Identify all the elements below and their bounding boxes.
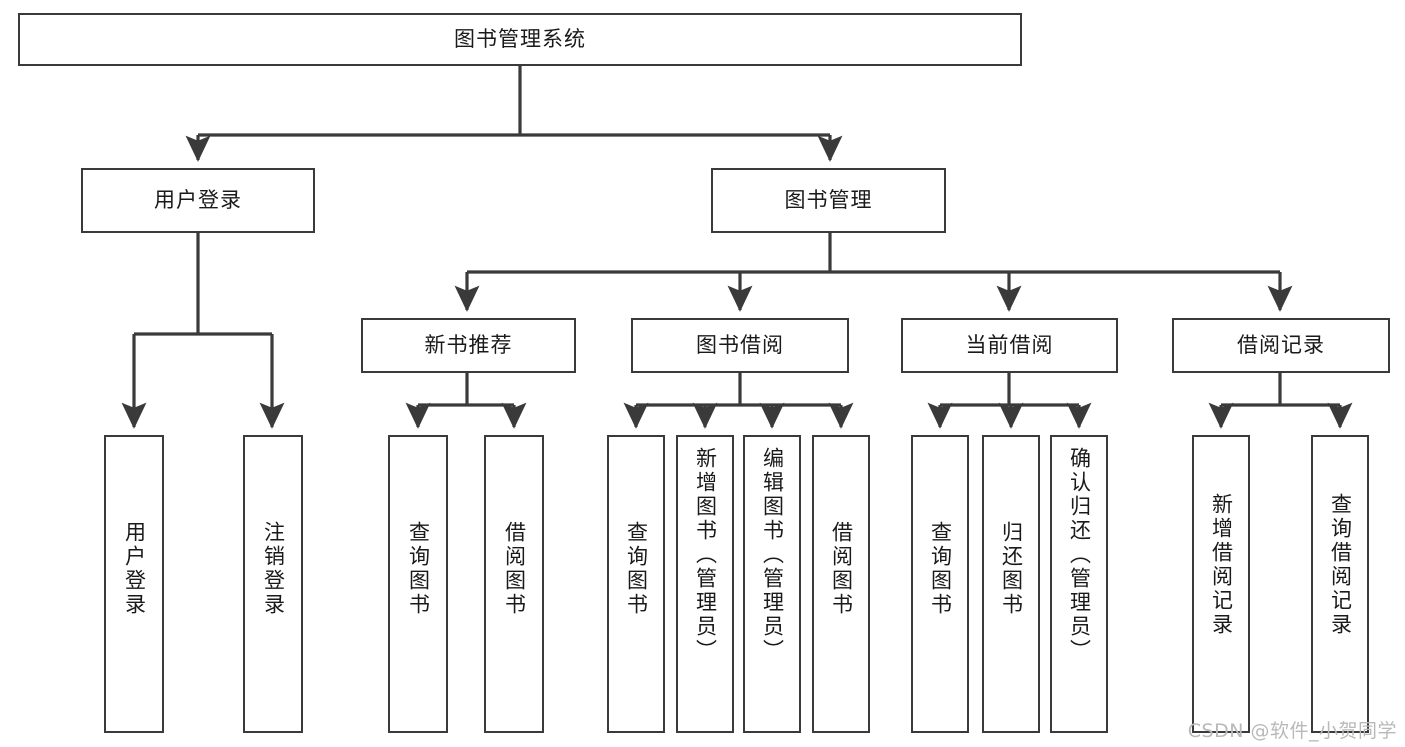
- node-label: 图书管理: [784, 188, 873, 213]
- node-label: 新增图书（管理员）: [693, 447, 718, 663]
- node-label: 当前借阅: [965, 333, 1054, 358]
- node-leaf-edit-book[interactable]: 编辑图书（管理员）: [743, 435, 801, 733]
- node-borrow-record[interactable]: 借阅记录: [1172, 318, 1390, 373]
- node-label: 图书借阅: [696, 333, 784, 358]
- csdn-watermark: CSDN @软件_小贺同学: [1187, 720, 1397, 742]
- node-label: 查询借阅记录: [1328, 493, 1353, 637]
- node-leaf-query-book-1[interactable]: 查询图书: [388, 435, 448, 733]
- node-leaf-query-borrow-record[interactable]: 查询借阅记录: [1311, 435, 1369, 733]
- node-leaf-confirm-return[interactable]: 确认归还（管理员）: [1050, 435, 1108, 733]
- node-label: 新书推荐: [424, 333, 513, 358]
- node-leaf-add-book[interactable]: 新增图书（管理员）: [676, 435, 734, 733]
- node-leaf-return-book[interactable]: 归还图书: [982, 435, 1040, 733]
- node-book-borrow[interactable]: 图书借阅: [631, 318, 849, 373]
- node-label: 确认归还（管理员）: [1067, 447, 1092, 663]
- node-label: 新增借阅记录: [1209, 493, 1234, 637]
- node-user-login[interactable]: 用户登录: [81, 168, 315, 233]
- node-label: 归还图书: [999, 521, 1024, 617]
- node-label: 借阅图书: [829, 521, 854, 617]
- node-root-system[interactable]: 图书管理系统: [18, 13, 1022, 66]
- node-leaf-add-borrow-record[interactable]: 新增借阅记录: [1192, 435, 1250, 733]
- node-label: 编辑图书（管理员）: [760, 447, 785, 663]
- node-new-book-recommend[interactable]: 新书推荐: [361, 318, 576, 373]
- node-book-management[interactable]: 图书管理: [711, 168, 946, 233]
- node-label: 图书管理系统: [454, 27, 586, 52]
- node-label: 借阅记录: [1237, 333, 1325, 358]
- node-label: 用户登录: [154, 188, 242, 213]
- node-label: 查询图书: [406, 521, 431, 617]
- node-current-borrow[interactable]: 当前借阅: [901, 318, 1118, 373]
- node-leaf-user-login[interactable]: 用户登录: [104, 435, 164, 733]
- node-leaf-borrow-book-1[interactable]: 借阅图书: [484, 435, 544, 733]
- node-leaf-query-book-2[interactable]: 查询图书: [607, 435, 665, 733]
- node-leaf-borrow-book-2[interactable]: 借阅图书: [812, 435, 870, 733]
- node-label: 查询图书: [928, 521, 953, 617]
- node-label: 查询图书: [624, 521, 649, 617]
- node-leaf-user-logout[interactable]: 注销登录: [243, 435, 303, 733]
- node-label: 注销登录: [261, 521, 286, 617]
- node-label: 借阅图书: [502, 521, 527, 617]
- node-leaf-query-book-3[interactable]: 查询图书: [911, 435, 969, 733]
- node-label: 用户登录: [122, 521, 147, 617]
